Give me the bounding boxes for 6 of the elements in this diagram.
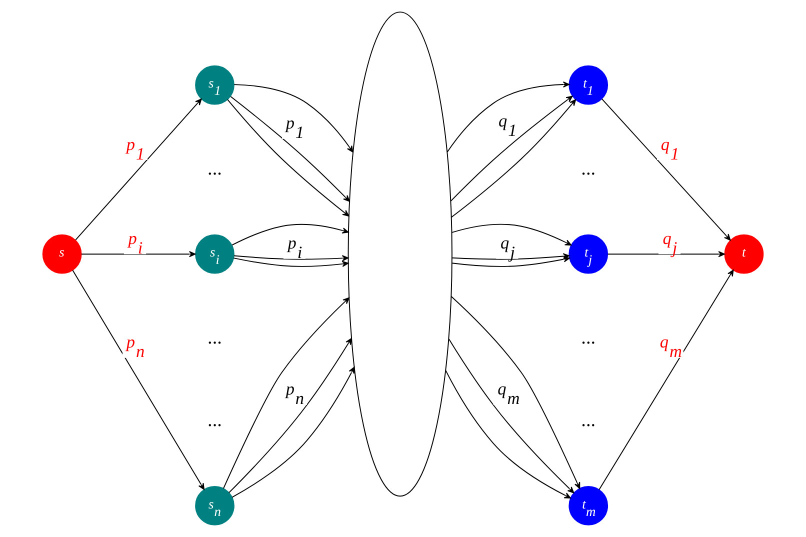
label: ... (581, 410, 596, 432)
label: ... (208, 327, 222, 348)
label: ... (581, 327, 596, 348)
label: ... (208, 158, 222, 180)
label: ... (208, 410, 222, 432)
label: ... (581, 158, 596, 180)
